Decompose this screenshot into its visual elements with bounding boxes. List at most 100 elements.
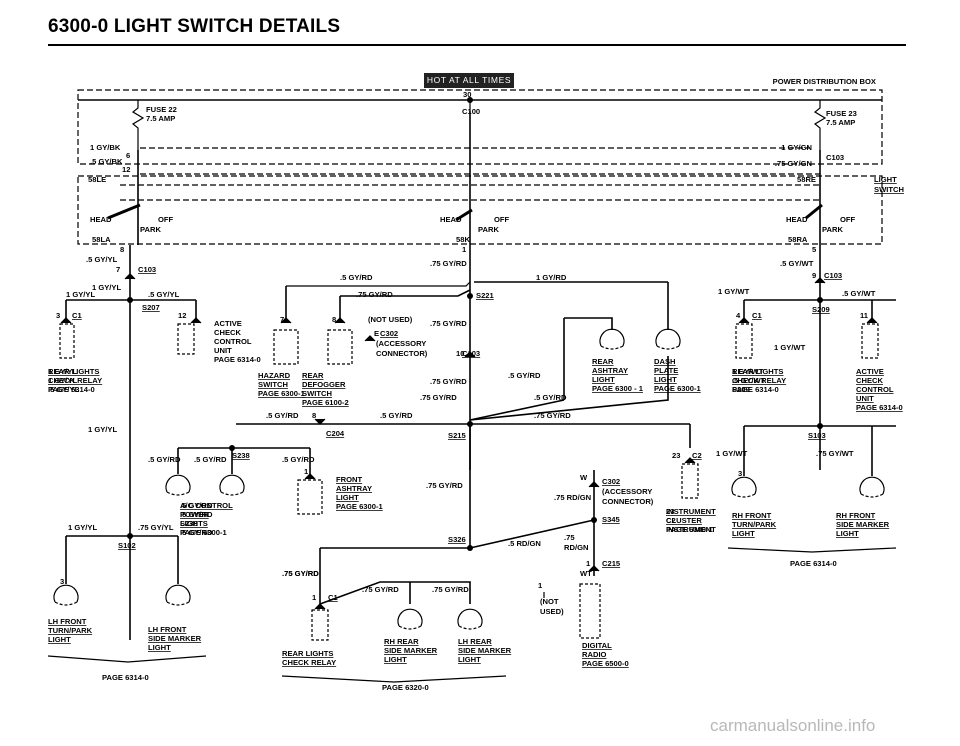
wire bbox=[286, 281, 471, 287]
diagram-label: 58RA bbox=[788, 235, 808, 244]
diagram-label: PAGE 6314-0 bbox=[48, 385, 95, 394]
wire bbox=[469, 356, 669, 421]
s326-splice bbox=[467, 545, 473, 551]
diagram-label: CONNECTOR) bbox=[376, 349, 428, 358]
diagram-label: .75 GY/WT bbox=[816, 449, 854, 458]
diagram-label: LIGHT bbox=[458, 655, 481, 664]
connector-arrow bbox=[304, 473, 316, 480]
fuse-22-symbol bbox=[131, 100, 145, 150]
c100-label: C100 bbox=[462, 107, 480, 116]
diagram-label: 58LE bbox=[88, 175, 106, 184]
diagram-label: C215 bbox=[602, 559, 621, 568]
diagram-label: LIGHT bbox=[654, 375, 677, 384]
diagram-label: 4 bbox=[736, 311, 741, 320]
diagram-label: CLUSTER bbox=[666, 516, 702, 525]
rear-ashtray-bulb bbox=[599, 328, 625, 347]
diagram-label: C1 bbox=[328, 593, 338, 602]
ac-control-bulb-2 bbox=[219, 474, 245, 493]
diagram-label: LIGHT bbox=[732, 529, 755, 538]
diagram-label: PLATE bbox=[654, 366, 678, 375]
diagram-label: C1 bbox=[72, 311, 82, 320]
diagram-label: CONNECTOR) bbox=[602, 497, 654, 506]
diagram-label: POWER bbox=[180, 510, 209, 519]
bulb-base bbox=[732, 493, 756, 498]
connector-arrow bbox=[124, 273, 136, 280]
fuse-23-label: FUSE 23 bbox=[826, 109, 857, 118]
diagram-label: .5 GY/YL bbox=[86, 255, 118, 264]
diagram-label: 1 GY/WT bbox=[716, 449, 748, 458]
diagram-label: REAR LIGHTS bbox=[732, 367, 783, 376]
diagram-label: .5 GY/RD bbox=[282, 455, 315, 464]
diagram-label: WT bbox=[580, 569, 592, 578]
component-outline bbox=[297, 479, 323, 515]
diagram-label: 5 bbox=[812, 245, 817, 254]
diagram-label: C103 bbox=[138, 265, 156, 274]
diagram-label: UNIT bbox=[214, 346, 232, 355]
diagram-label: 10 bbox=[456, 349, 464, 358]
connector-arrow bbox=[364, 335, 376, 342]
diagram-label: 1 bbox=[586, 559, 591, 568]
diagram-label: 1 GY/YL bbox=[88, 425, 117, 434]
diagram-label: .75 GY/YL bbox=[138, 523, 174, 532]
diagram-label: C204 bbox=[326, 429, 345, 438]
fuse-22-label: FUSE 22 bbox=[146, 105, 177, 114]
diagram-label: USED) bbox=[540, 607, 564, 616]
pdb-label: POWER DISTRIBUTION BOX bbox=[773, 77, 876, 86]
diagram-label: REAR LIGHTS bbox=[282, 649, 333, 658]
diagram-label: 1 GY/YL bbox=[48, 367, 77, 376]
diagram-label: ASHTRAY bbox=[336, 484, 372, 493]
diagram-label: .75 GY/GN bbox=[775, 159, 812, 168]
diagram-label: .75 bbox=[564, 533, 575, 542]
diagram-label: .75 GY/RD bbox=[356, 290, 393, 299]
lh-rear-side-bulb bbox=[457, 608, 483, 627]
s209-splice bbox=[817, 297, 823, 303]
diagram-label: REAR bbox=[302, 371, 324, 380]
diagram-label: 1 GY/WT bbox=[718, 287, 750, 296]
diagram-label: PAGE 6300-1 bbox=[336, 502, 383, 511]
diagram-label: 1 GY/YL bbox=[48, 376, 77, 385]
diagram-label: S209 bbox=[812, 305, 830, 314]
wire bbox=[469, 519, 595, 549]
diagram-label: .5 GY/RD bbox=[148, 455, 181, 464]
diagram-label: LIGHT bbox=[592, 375, 615, 384]
diagram-label: 1 bbox=[538, 581, 543, 590]
rh-front-side-bulb bbox=[859, 476, 885, 495]
diagram-label: S207 bbox=[142, 303, 160, 312]
diagram-label: CHECK bbox=[856, 376, 884, 385]
diagram-label: PARK bbox=[822, 225, 843, 234]
diagram-label: .75 GY/RD bbox=[420, 393, 457, 402]
dash-plate-bulb bbox=[655, 328, 681, 347]
fuse-22-label: 7.5 AMP bbox=[146, 114, 175, 123]
diagram-label: C2 bbox=[692, 451, 702, 460]
diagram-label: 1 GY/WT bbox=[774, 343, 806, 352]
watermark: carmanualsonline.info bbox=[710, 716, 876, 735]
diagram-label: DIGITAL bbox=[582, 641, 612, 650]
diagram-label: CHECK RELAY bbox=[48, 376, 102, 385]
diagram-label: S345 bbox=[602, 515, 621, 524]
diagram-label: S326 bbox=[448, 535, 466, 544]
light-switch-box bbox=[77, 175, 883, 245]
diagram-label: 1 GY/YL bbox=[92, 283, 121, 292]
s102-splice bbox=[127, 533, 133, 539]
diagram-label: PAGE 6300-1 bbox=[258, 389, 305, 398]
diagram-label: (ACCESSORY bbox=[602, 487, 652, 496]
diagram-label: .5 GY/BK bbox=[90, 157, 123, 166]
wire bbox=[727, 547, 897, 553]
diagram-label: 3 bbox=[56, 311, 60, 320]
diagram-label: OFF bbox=[494, 215, 510, 224]
diagram-label: .5 GY/RD bbox=[180, 510, 213, 519]
diagram-label: .75 GY/RD bbox=[430, 377, 467, 386]
diagram-label: HAZARD bbox=[258, 371, 291, 380]
diagram-label: S238 bbox=[232, 451, 250, 460]
connector-arrow bbox=[280, 317, 292, 324]
diagram-label: 1 GY/YL bbox=[68, 523, 97, 532]
diagram-label: TURN/PARK bbox=[732, 520, 777, 529]
hazard-switch-box bbox=[273, 329, 299, 365]
diagram-label: (NOT USED) bbox=[368, 315, 413, 324]
diagram-label: PAGE 6100-2 bbox=[302, 398, 349, 407]
diagram-label: 1 GY/RD bbox=[536, 273, 567, 282]
diagram-label: E bbox=[374, 329, 379, 338]
lh-front-turn-bulb bbox=[53, 584, 79, 603]
connector-arrow bbox=[738, 317, 750, 324]
diagram-label: RH FRONT bbox=[732, 511, 772, 520]
